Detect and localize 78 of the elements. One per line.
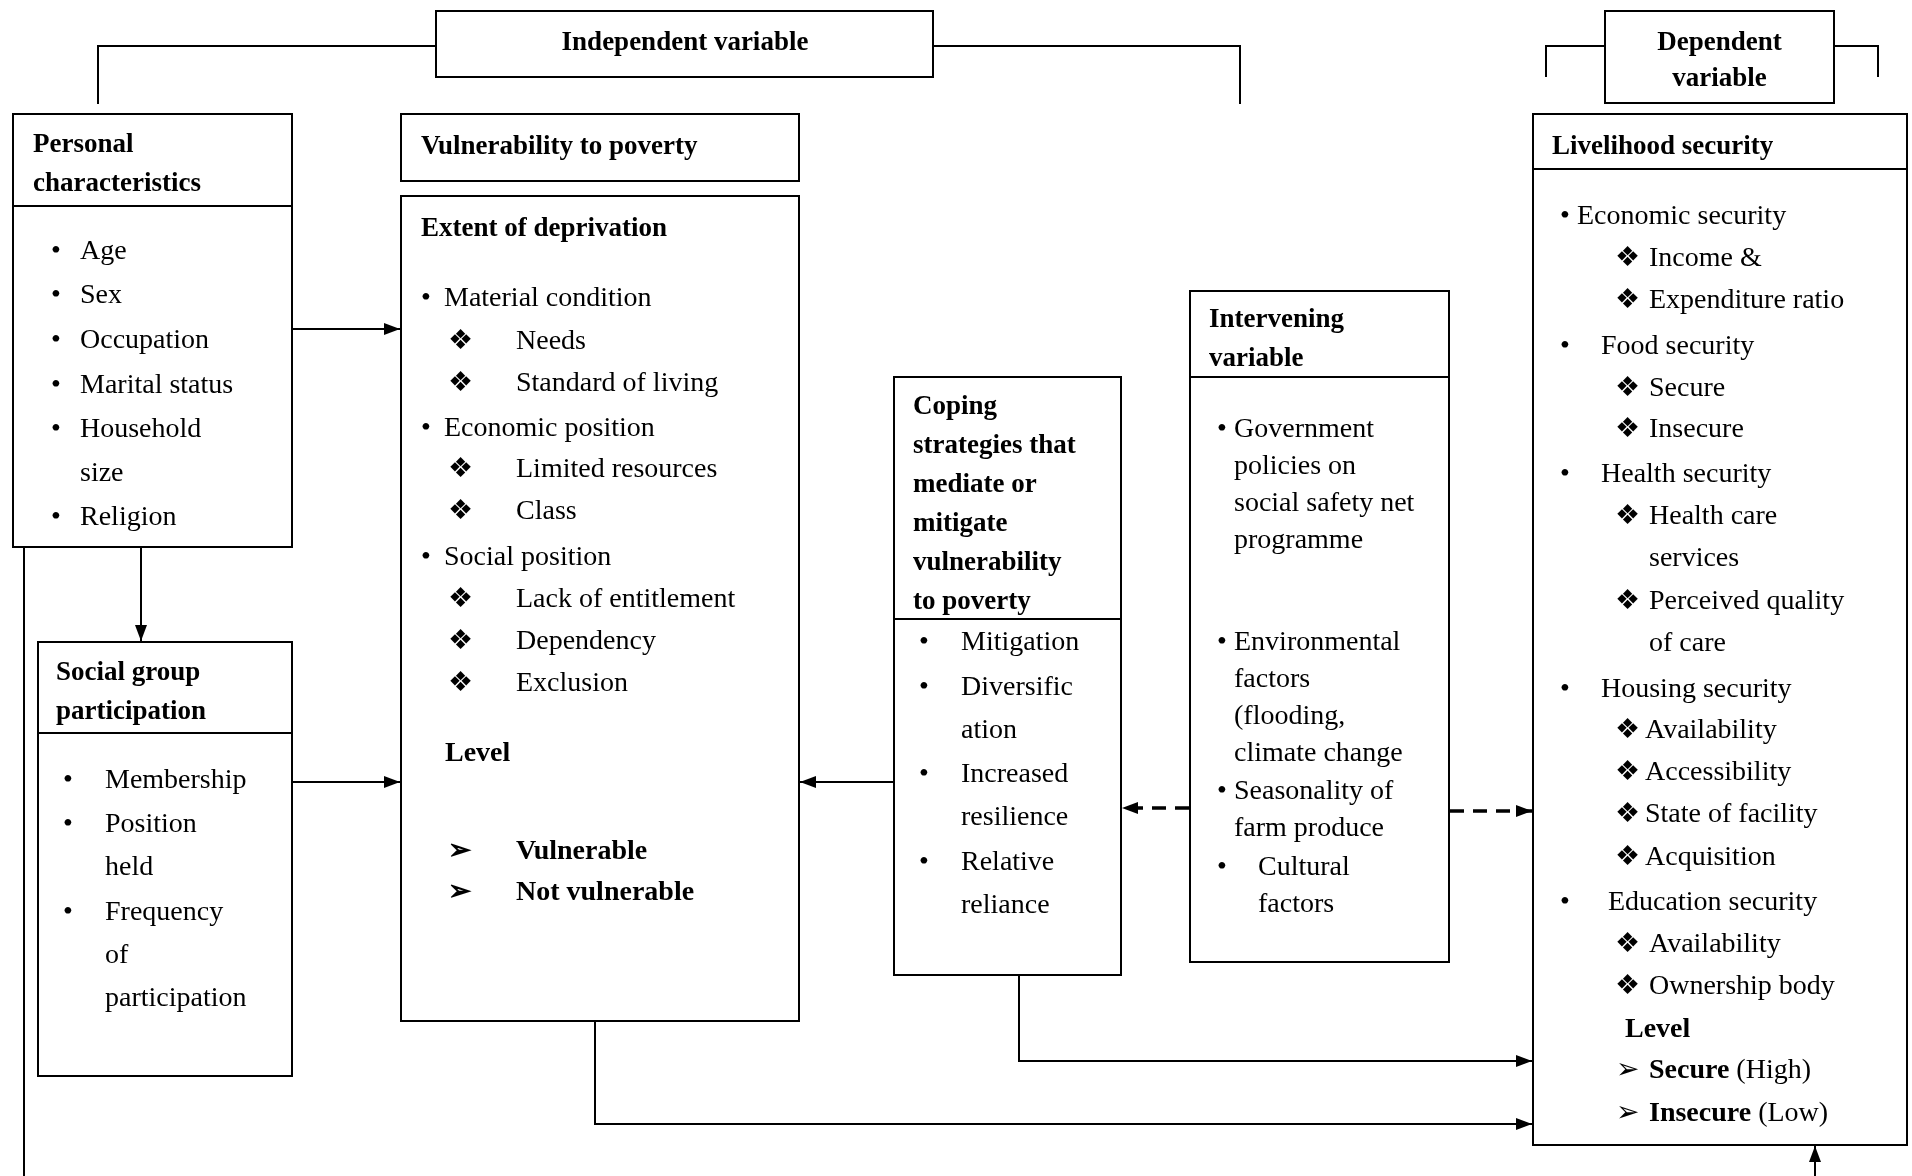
box-heading: Extent of deprivation (421, 211, 668, 244)
list-item: • Environmental factors (flooding, climate change (1217, 623, 1404, 769)
list-item: • Age (51, 233, 128, 267)
concept-box (400, 113, 800, 182)
list-item: • Household size (51, 411, 203, 489)
box-heading: Personal characteristics (33, 126, 202, 199)
arrow (799, 776, 894, 788)
arrow (292, 776, 401, 788)
list-item: • Economic position (421, 410, 656, 444)
box-heading: Dependent variable (1656, 25, 1783, 94)
list-item: • Material condition (421, 280, 653, 314)
dashed-arrow (1122, 802, 1189, 814)
list-item: ❖ Exclusion (448, 665, 629, 699)
level-heading: Level (1625, 1011, 1692, 1045)
list-item: ❖ Class (448, 493, 578, 527)
list-item: • Education security (1560, 884, 1819, 918)
list-item: ➢ Not vulnerable (448, 874, 696, 908)
list-item: • Economic security (1560, 198, 1788, 232)
concept-box (1532, 113, 1908, 1146)
list-item: • Food security (1560, 328, 1756, 362)
box-heading: Social group participation (56, 654, 207, 727)
concept-box (893, 376, 1122, 976)
concept-box (12, 113, 293, 548)
concept-box (400, 195, 800, 1022)
list-item: ❖ Acquisition (1615, 839, 1777, 873)
list-item: ➢ Vulnerable (448, 833, 649, 867)
list-item: • Religion (51, 499, 178, 533)
arrow (1809, 1145, 1821, 1176)
box-heading: Coping strategies that mediate or mitigate vulnerability to poverty (913, 388, 1077, 617)
list-item: ❖ Availability (1615, 712, 1778, 746)
list-item: • Frequency of participation (63, 893, 248, 1014)
box-heading: Independent variable (560, 25, 810, 58)
list-item: • Relative reliance (919, 843, 1056, 921)
list-item: • Government policies on social safety net programme (1217, 410, 1416, 556)
list-item: • Sex (51, 277, 123, 311)
list-item: • Seasonality of farm produce (1217, 772, 1395, 844)
concept-box (1189, 290, 1450, 963)
list-item: ❖ Standard of living (448, 365, 720, 399)
concept-box (37, 641, 293, 1077)
header-box (1604, 10, 1835, 104)
list-item: ❖ Secure (1615, 370, 1727, 404)
list-item: • Position held (63, 805, 198, 883)
list-item: ❖ Insecure (1615, 411, 1745, 445)
arrow (292, 323, 401, 335)
list-item: ❖ Expenditure ratio (1615, 282, 1846, 316)
list-item: ❖ Ownership body (1615, 968, 1836, 1002)
list-item: • Marital status (51, 367, 235, 401)
box-heading: Livelihood security (1552, 129, 1775, 162)
list-item: ❖ Limited resources (448, 451, 719, 485)
box-heading: Intervening variable (1209, 301, 1345, 374)
list-item: • Social position (421, 539, 613, 573)
list-item: ❖ Needs (448, 323, 587, 357)
list-item: ➢ Secure (High) (1616, 1052, 1812, 1086)
list-item: • Membership (63, 761, 248, 796)
list-item: ❖ Dependency (448, 623, 657, 657)
level-heading: Level (445, 735, 512, 769)
list-item: • Cultural factors (1217, 848, 1351, 920)
list-item: ❖ Lack of entitlement (448, 581, 737, 615)
list-item: ❖ Health care services (1615, 498, 1779, 574)
list-item: ❖ Income & (1615, 240, 1763, 274)
arrow (594, 1021, 1533, 1130)
list-item: • Occupation (51, 322, 211, 356)
header-box (435, 10, 934, 78)
list-item: • Mitigation (919, 623, 1081, 658)
box-heading: Vulnerability to poverty (421, 129, 699, 162)
list-item: ❖ Availability (1615, 926, 1782, 960)
connector-line (23, 547, 25, 1176)
dashed-arrow (1450, 805, 1532, 817)
list-item: • Diversification (919, 668, 1074, 746)
list-item: • Housing security (1560, 671, 1793, 705)
list-item: ❖ Accessibility (1615, 754, 1793, 788)
arrow (1018, 975, 1533, 1067)
list-item: ❖ Perceived quality of care (1615, 583, 1846, 659)
list-item: ➢ Insecure (Low) (1616, 1095, 1830, 1129)
list-item: ❖ State of facility (1615, 796, 1819, 830)
list-item: • Health security (1560, 456, 1773, 490)
arrow (135, 547, 147, 642)
list-item: • Increased resilience (919, 755, 1070, 833)
